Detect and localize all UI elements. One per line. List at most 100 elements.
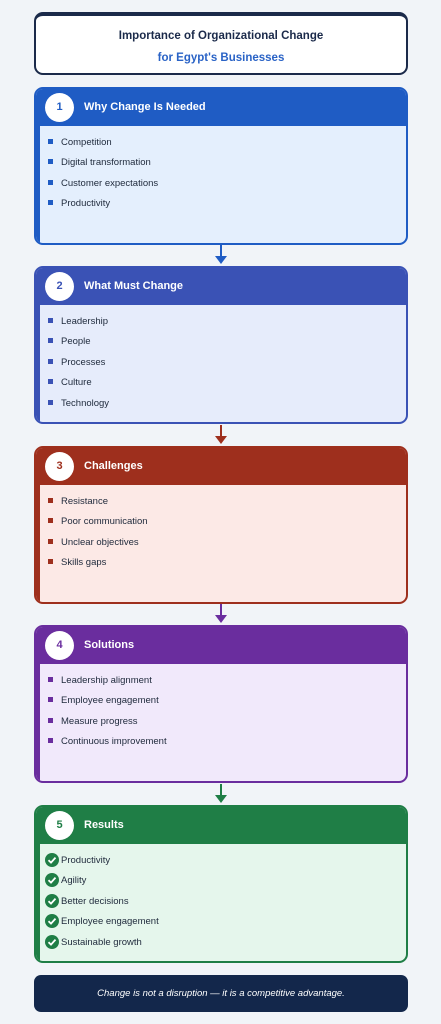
- diagram-subtitle: for Egypt's Businesses: [157, 52, 285, 64]
- square-bullet-icon: [48, 318, 53, 323]
- step-number-badge: 4: [45, 631, 74, 660]
- step-item-list: Leadership People Processes Culture Tech…: [40, 305, 406, 417]
- list-item: Better decisions: [40, 893, 406, 915]
- square-bullet-icon: [48, 159, 53, 165]
- step-header: 2 What Must Change: [36, 268, 406, 305]
- list-item-label: Measure progress: [61, 715, 138, 727]
- list-item: Productivity: [40, 853, 406, 874]
- step-title: What Must Change: [84, 280, 183, 292]
- list-item-label: Employee engagement: [61, 695, 159, 707]
- square-bullet-icon: [48, 379, 53, 385]
- list-item: Culture: [40, 376, 406, 396]
- square-bullet-icon: [48, 677, 53, 682]
- square-bullet-icon: [48, 200, 53, 206]
- check-circle-icon: [45, 873, 59, 888]
- step-title: Challenges: [84, 460, 143, 472]
- check-circle-icon: [45, 914, 59, 929]
- list-item: Resistance: [40, 495, 406, 515]
- list-item-label: Productivity: [61, 855, 111, 866]
- list-item: Customer expectations: [40, 177, 406, 197]
- step-number-badge: 1: [45, 93, 74, 122]
- step-body: Resistance Poor communication Unclear ob…: [36, 485, 406, 602]
- step-body: Competition Digital transformation Custo…: [36, 126, 406, 243]
- step-card-what-must-change: 2 What Must Change Leadership People Pro…: [34, 266, 408, 424]
- list-item-label: Processes: [61, 356, 106, 368]
- list-item-label: Sustainable growth: [61, 936, 142, 948]
- list-item: Leadership: [40, 315, 406, 335]
- list-item-label: Better decisions: [61, 895, 129, 907]
- down-arrow-icon: [215, 784, 227, 803]
- down-arrow-icon: [215, 604, 227, 623]
- down-arrow-icon: [215, 425, 227, 444]
- step-title: Solutions: [84, 639, 135, 651]
- step-item-list: Leadership alignment Employee engagement…: [40, 664, 406, 756]
- list-item-label: Employee engagement: [61, 916, 159, 928]
- step-item-list: Productivity Agility Better decisions Em…: [40, 844, 406, 956]
- list-item: Skills gaps: [40, 556, 406, 576]
- list-item-label: Productivity: [61, 198, 111, 210]
- step-item-list: Competition Digital transformation Custo…: [40, 126, 406, 218]
- list-item: Sustainable growth: [40, 934, 406, 956]
- step-card-solutions: 4 Solutions Leadership alignment Employe…: [34, 625, 408, 783]
- step-item-list: Resistance Poor communication Unclear ob…: [40, 485, 406, 577]
- footer-banner: Change is not a disruption — it is a com…: [34, 975, 408, 1012]
- list-item-label: Continuous improvement: [61, 736, 167, 748]
- list-item-label: Unclear objectives: [61, 536, 139, 548]
- square-bullet-icon: [48, 538, 53, 544]
- list-item-label: Customer expectations: [61, 177, 159, 189]
- list-item: Productivity: [40, 197, 406, 217]
- step-header: 3 Challenges: [36, 448, 406, 485]
- list-item-label: Poor communication: [61, 516, 148, 528]
- check-circle-icon: [45, 934, 59, 949]
- diagram-title: Importance of Organizational Change: [118, 30, 324, 42]
- list-item-label: Leadership: [61, 316, 109, 327]
- step-card-results: 5 Results Productivity Agility Better de…: [34, 805, 408, 963]
- step-card-challenges: 3 Challenges Resistance Poor communicati…: [34, 446, 408, 604]
- step-number-badge: 2: [45, 272, 74, 301]
- step-header: 4 Solutions: [36, 627, 406, 664]
- list-item: Poor communication: [40, 515, 406, 535]
- square-bullet-icon: [48, 518, 53, 524]
- list-item-label: Competition: [61, 137, 112, 148]
- list-item-label: Digital transformation: [61, 157, 151, 169]
- step-body: Leadership People Processes Culture Tech…: [36, 305, 406, 422]
- square-bullet-icon: [48, 399, 53, 405]
- square-bullet-icon: [48, 338, 53, 344]
- list-item: Employee engagement: [40, 914, 406, 935]
- step-header: 5 Results: [36, 807, 406, 844]
- step-title: Results: [84, 819, 124, 831]
- step-number-badge: 3: [45, 452, 74, 481]
- list-item-label: Skills gaps: [61, 557, 107, 569]
- list-item-label: Culture: [61, 377, 92, 389]
- list-item-label: Resistance: [61, 496, 108, 507]
- square-bullet-icon: [48, 697, 53, 703]
- list-item: Processes: [40, 356, 406, 376]
- list-item: Competition: [40, 136, 406, 156]
- list-item: Employee engagement: [40, 694, 406, 714]
- step-body: Leadership alignment Employee engagement…: [36, 664, 406, 781]
- step-body: Productivity Agility Better decisions Em…: [36, 844, 406, 961]
- square-bullet-icon: [48, 498, 53, 503]
- check-circle-icon: [45, 893, 59, 908]
- square-bullet-icon: [48, 358, 53, 364]
- check-circle-icon: [45, 853, 59, 867]
- step-card-why-change: 1 Why Change Is Needed Competition Digit…: [34, 87, 408, 245]
- list-item-label: People: [61, 336, 91, 348]
- list-item: Measure progress: [40, 715, 406, 735]
- list-item-label: Agility: [61, 875, 87, 887]
- list-item: Continuous improvement: [40, 735, 406, 755]
- list-item: Unclear objectives: [40, 536, 406, 556]
- list-item: Digital transformation: [40, 156, 406, 176]
- list-item-label: Leadership alignment: [61, 675, 152, 686]
- down-arrow-icon: [215, 245, 227, 264]
- step-title: Why Change Is Needed: [84, 101, 206, 113]
- title-box: Importance of Organizational Change for …: [34, 12, 408, 75]
- list-item: Leadership alignment: [40, 674, 406, 694]
- square-bullet-icon: [48, 738, 53, 744]
- square-bullet-icon: [48, 559, 53, 565]
- step-number-badge: 5: [45, 811, 74, 840]
- list-item: Agility: [40, 873, 406, 894]
- square-bullet-icon: [48, 717, 53, 723]
- square-bullet-icon: [48, 139, 53, 144]
- square-bullet-icon: [48, 179, 53, 185]
